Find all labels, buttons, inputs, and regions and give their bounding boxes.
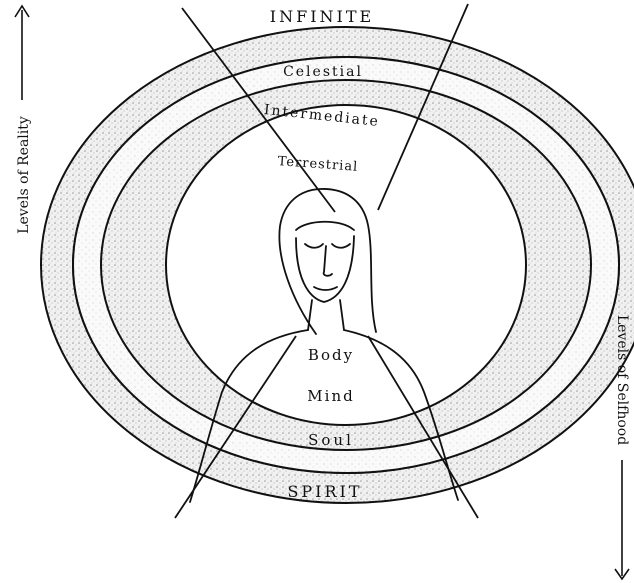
selfhood-axis-label: Levels of Selfhood xyxy=(614,315,630,445)
label-soul: Soul xyxy=(308,431,354,449)
terrestrial-core xyxy=(166,105,526,425)
label-mind: Mind xyxy=(307,387,354,405)
selfhood-axis: Levels of Selfhood xyxy=(614,315,630,579)
label-celestial: Celestial xyxy=(283,64,363,80)
label-infinite: INFINITE xyxy=(270,7,374,26)
label-body: Body xyxy=(308,346,354,364)
reality-axis-label: Levels of Reality xyxy=(16,116,32,234)
reality-axis: Levels of Reality xyxy=(15,6,32,234)
label-spirit: SPIRIT xyxy=(287,482,362,501)
